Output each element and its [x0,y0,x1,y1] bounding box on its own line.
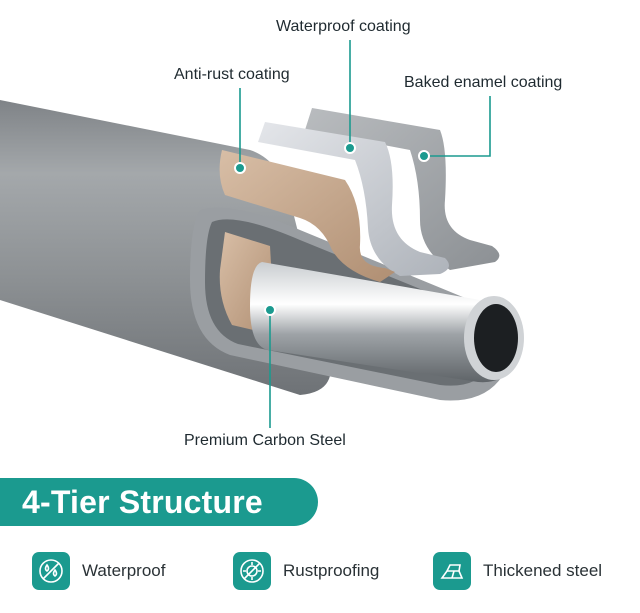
structure-banner: 4-Tier Structure [0,478,318,526]
anti-rust-layer-flap [219,150,395,282]
tube-illustration [0,40,524,428]
feature-label-thickened-steel: Thickened steel [483,561,603,580]
feature-thickened-steel: Thickened steel [433,552,602,590]
callout-dot-antirust [234,162,246,174]
baked-enamel-coating-label: Baked enamel coating [404,74,563,91]
callout-line-baked [424,96,491,157]
banner-title: 4-Tier Structure [22,484,263,520]
feature-label-waterproof: Waterproof [82,561,166,580]
callout-dot-carbon [264,304,276,316]
carbon-steel-label: Premium Carbon Steel [184,432,346,449]
thickened-steel-icon [433,552,471,590]
callout-dot-baked [418,150,430,162]
feature-label-rustproofing: Rustproofing [283,561,380,580]
waterproof-coating-label: Waterproof coating [276,18,411,35]
anti-rust-coating-label: Anti-rust coating [174,66,290,83]
callout-dot-waterproof [344,142,356,154]
carbon-steel-pipe [250,262,519,383]
feature-rustproofing: Rustproofing [233,552,379,590]
rustproofing-icon [233,552,271,590]
waterproof-icon [32,552,70,590]
feature-waterproof: Waterproof [32,552,165,590]
enamel-layer-flap [305,108,500,270]
pipe-hole [474,304,518,372]
